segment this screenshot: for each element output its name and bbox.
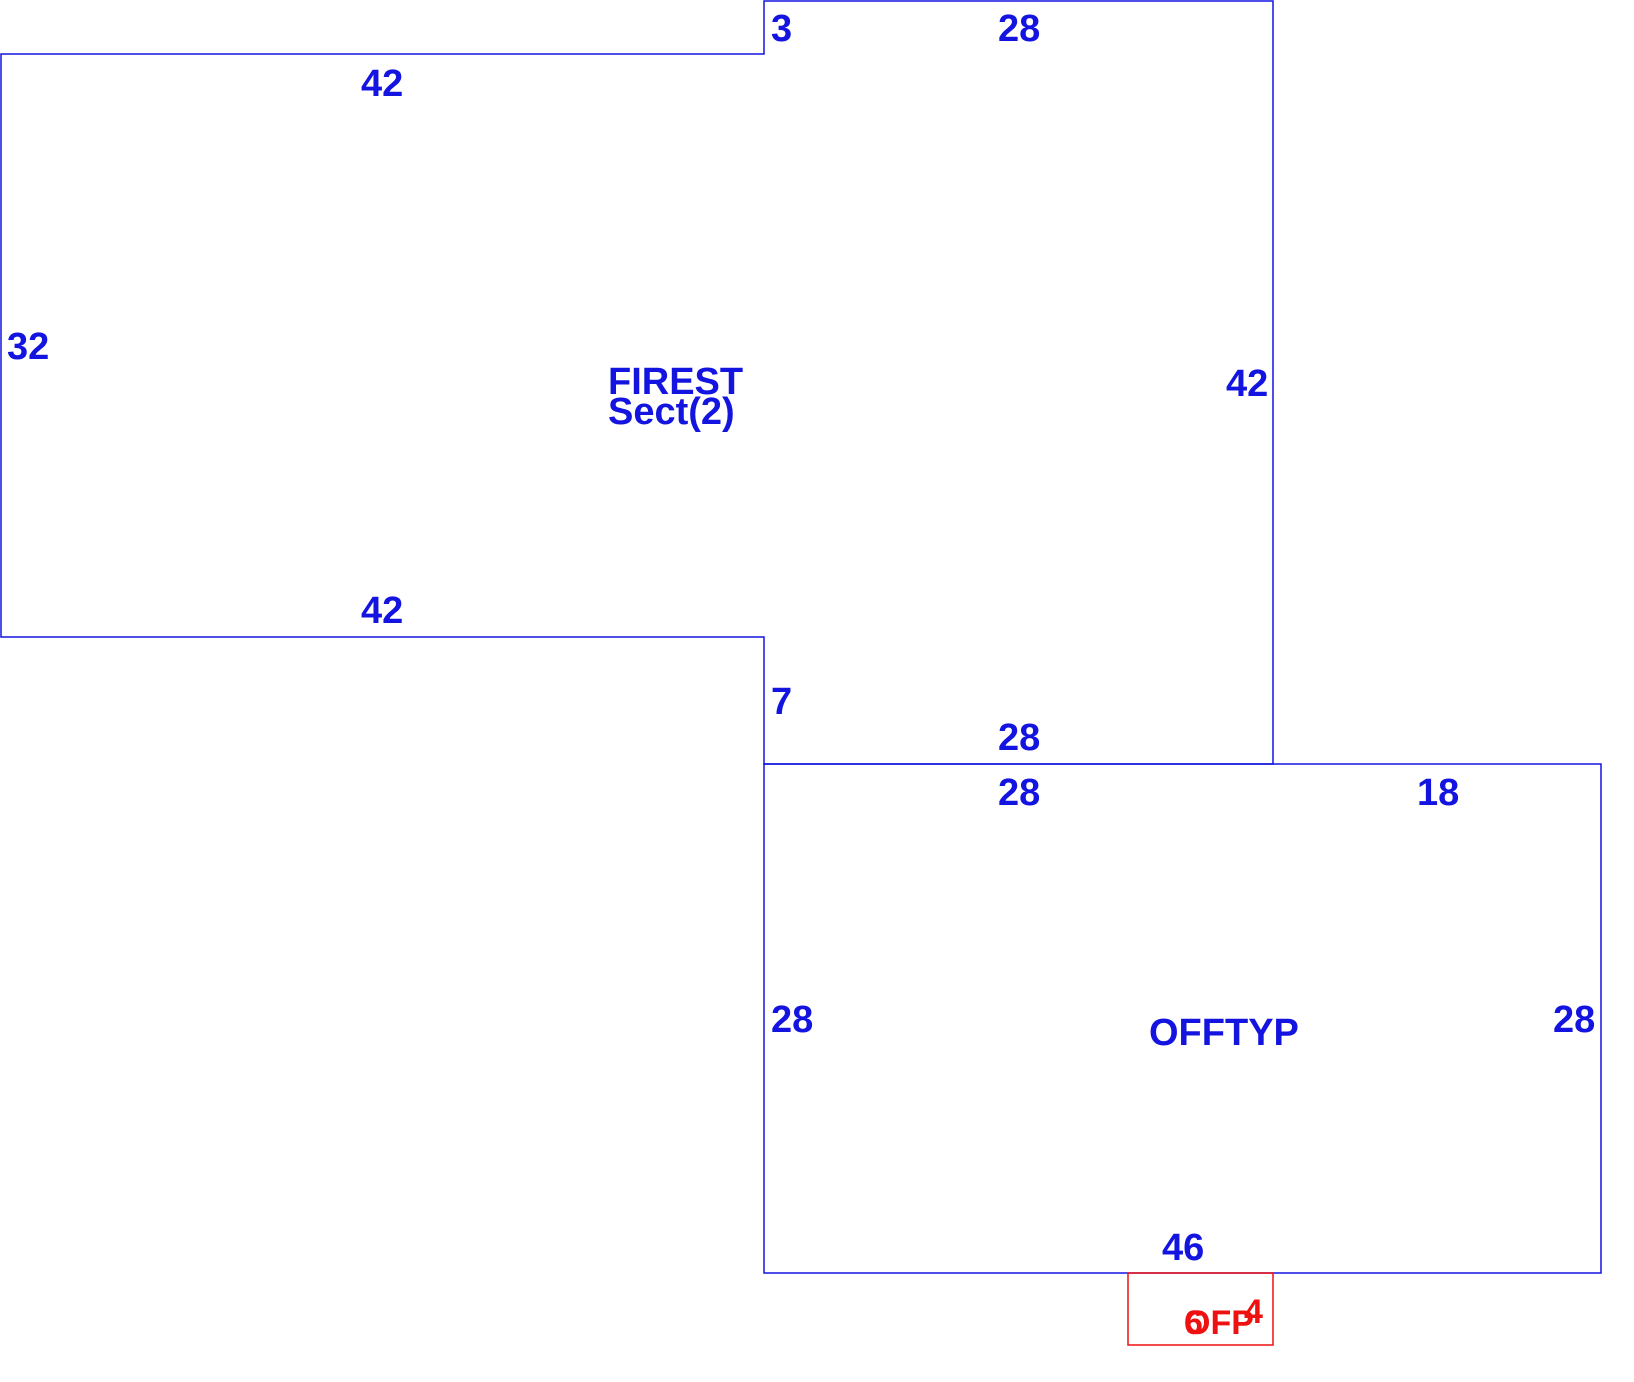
offtyp-dim-top-left: 28 <box>998 772 1040 814</box>
firest-dim-right: 42 <box>1226 363 1268 405</box>
ofp-outline <box>1127 1272 1274 1346</box>
firest-dim-top-notch: 3 <box>771 8 792 50</box>
firest-dim-top-left: 42 <box>361 63 403 105</box>
offtyp-label: OFFTYP <box>1149 1012 1299 1054</box>
ofp-dim-left: 6 <box>1184 1304 1203 1342</box>
offtyp-dim-top-right: 18 <box>1417 772 1459 814</box>
firest-sublabel: Sect(2) <box>608 391 735 433</box>
ofp-dim-right: 4 <box>1244 1293 1263 1331</box>
ofp-label: OFP <box>1184 1304 1254 1342</box>
offtyp-dim-left: 28 <box>771 999 813 1041</box>
offtyp-dim-bottom: 46 <box>1162 1227 1204 1269</box>
offtyp-dim-right: 28 <box>1553 999 1595 1041</box>
firest-dim-top-right: 28 <box>998 8 1040 50</box>
firest-dim-bottom-notch: 7 <box>771 681 792 723</box>
firest-dim-left: 32 <box>7 326 49 368</box>
firest-dim-bottom-right: 28 <box>998 717 1040 759</box>
firest-label: FIREST <box>608 361 743 403</box>
firest-dim-bottom-left: 42 <box>361 590 403 632</box>
